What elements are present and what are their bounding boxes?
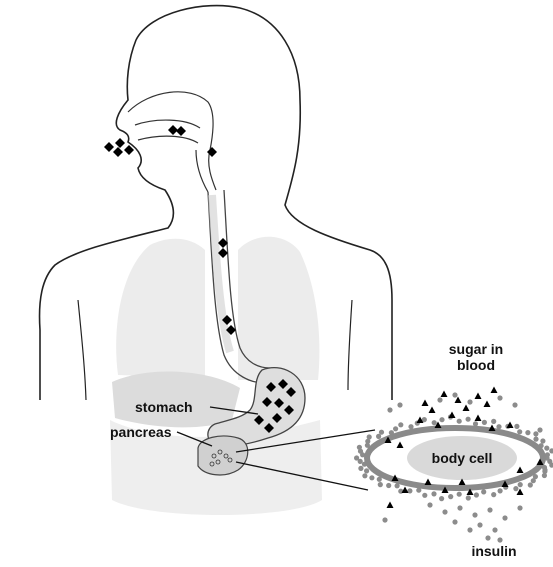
food-particle	[104, 142, 114, 152]
insulin-dot	[540, 438, 545, 443]
sugar-particle	[463, 405, 470, 412]
pancreas-label: pancreas	[110, 424, 172, 440]
sugar-in-blood-label-line1: sugar in	[449, 341, 503, 357]
insulin-dot	[517, 505, 522, 510]
mouth-throat	[128, 92, 216, 192]
insulin-dot	[398, 422, 403, 427]
insulin-dot	[467, 399, 472, 404]
food-particle	[124, 145, 134, 155]
insulin-dot	[378, 482, 383, 487]
insulin-dot	[431, 491, 436, 496]
insulin-dot	[379, 430, 384, 435]
insulin-dot	[533, 431, 538, 436]
left-arm-line	[78, 300, 86, 400]
insulin-dot	[358, 466, 363, 471]
insulin-dot	[542, 467, 547, 472]
insulin-dot	[502, 515, 507, 520]
food-particle	[168, 125, 178, 135]
food-particle	[176, 126, 186, 136]
stomach-label: stomach	[135, 399, 193, 415]
insulin-dot	[514, 424, 519, 429]
sugar-particle	[491, 387, 498, 394]
insulin-dot	[422, 493, 427, 498]
insulin-label: insulin	[471, 543, 516, 559]
sugar-in-blood-label-line2: blood	[457, 357, 495, 373]
insulin-dot	[437, 397, 442, 402]
insulin-dot	[382, 517, 387, 522]
insulin-dot	[491, 419, 496, 424]
insulin-dot	[518, 482, 523, 487]
insulin-dot	[466, 417, 471, 422]
insulin-dot	[448, 494, 453, 499]
insulin-dot	[393, 426, 398, 431]
food-particle	[113, 147, 123, 157]
right-arm-line	[348, 300, 352, 390]
insulin-dot	[481, 489, 486, 494]
insulin-dot	[467, 527, 472, 532]
insulin-dot	[367, 434, 372, 439]
insulin-dot	[487, 507, 492, 512]
insulin-dot	[525, 430, 530, 435]
insulin-dot	[387, 407, 392, 412]
insulin-dot	[549, 448, 553, 453]
insulin-dot	[497, 537, 502, 542]
insulin-dot	[457, 419, 462, 424]
insulin-dot	[498, 488, 503, 493]
insulin-dot	[386, 483, 391, 488]
sugar-particle	[429, 407, 436, 414]
insulin-dot	[482, 420, 487, 425]
insulin-dot	[427, 502, 432, 507]
insulin-dot	[496, 424, 501, 429]
insulin-dot	[452, 392, 457, 397]
insulin-dot	[497, 395, 502, 400]
insulin-dot	[442, 509, 447, 514]
insulin-dot	[542, 473, 547, 478]
sugar-particle	[475, 393, 482, 400]
insulin-dot	[533, 437, 538, 442]
insulin-dot	[531, 478, 536, 483]
insulin-dot	[397, 402, 402, 407]
insulin-dot	[362, 473, 367, 478]
insulin-dot	[364, 468, 369, 473]
insulin-dot	[354, 455, 359, 460]
sugar-particle	[422, 400, 429, 407]
insulin-dot	[457, 505, 462, 510]
food-particle	[115, 138, 125, 148]
insulin-dot	[474, 492, 479, 497]
insulin-dot	[357, 445, 362, 450]
insulin-dot	[477, 522, 482, 527]
insulin-dot	[512, 402, 517, 407]
insulin-dot	[491, 492, 496, 497]
sugar-particle	[441, 391, 448, 398]
insulin-dot	[452, 519, 457, 524]
insulin-dot	[466, 495, 471, 500]
insulin-dot	[537, 427, 542, 432]
body-cell-label: body cell	[432, 450, 493, 466]
insulin-dot	[485, 535, 490, 540]
insulin-dot	[457, 492, 462, 497]
left-lung	[116, 239, 205, 378]
insulin-dot	[408, 424, 413, 429]
insulin-dot	[439, 496, 444, 501]
sugar-particle	[475, 415, 482, 422]
right-lung	[238, 237, 319, 380]
sugar-particle	[387, 502, 394, 509]
insulin-dot	[544, 446, 549, 451]
insulin-dot	[369, 475, 374, 480]
sugar-particle	[484, 401, 491, 408]
insulin-dot	[517, 429, 522, 434]
insulin-dot	[492, 527, 497, 532]
insulin-dot	[376, 434, 381, 439]
insulin-dot	[432, 420, 437, 425]
insulin-dot	[513, 486, 518, 491]
insulin-dot	[472, 512, 477, 517]
insulin-dot	[528, 482, 533, 487]
insulin-dot	[439, 417, 444, 422]
